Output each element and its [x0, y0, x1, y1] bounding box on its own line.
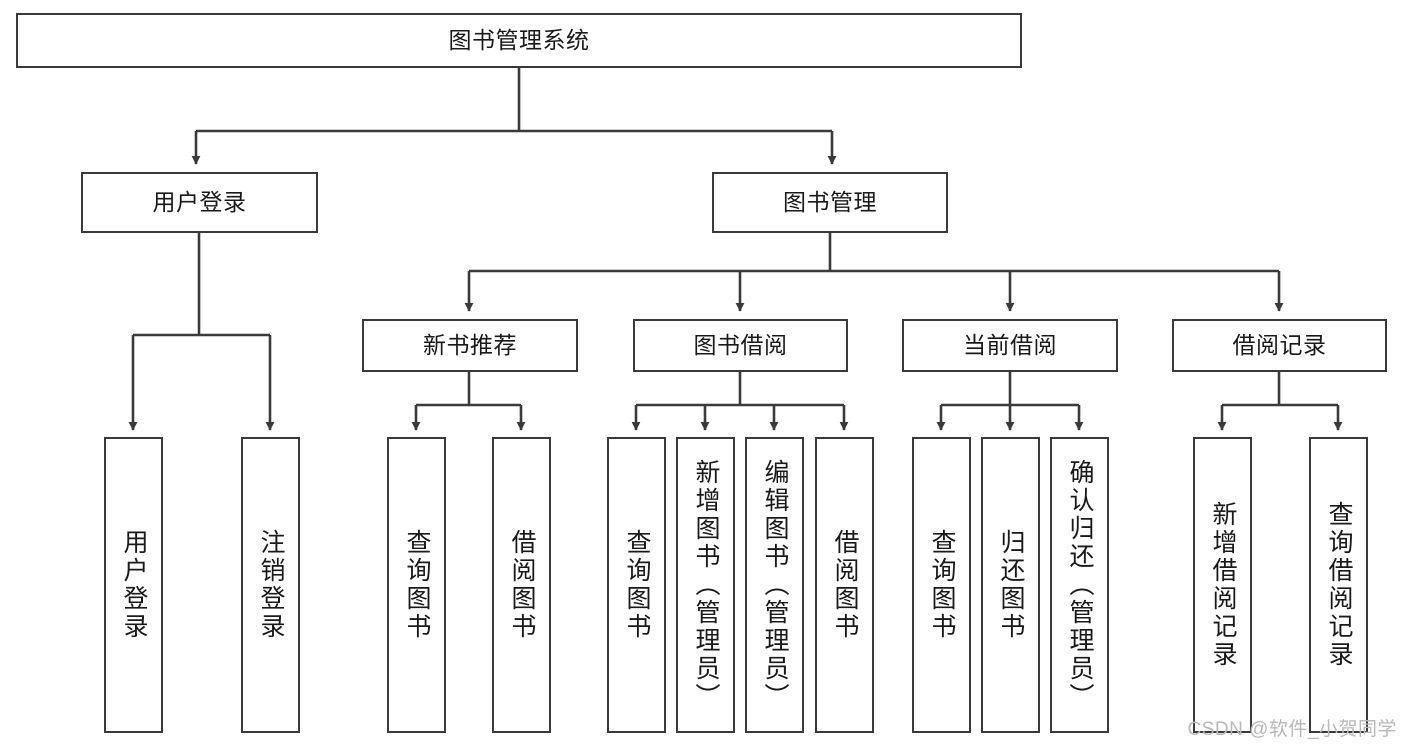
leaf-current-borrow-1-label: 查询图书 — [928, 529, 956, 641]
node-new-book-recommend-label: 新书推荐 — [423, 331, 517, 358]
node-user-login-label: 用户登录 — [152, 188, 247, 215]
leaf-book-borrow-1-label: 查询图书 — [623, 529, 651, 641]
leaf-book-borrow-4-label: 借阅图书 — [831, 529, 859, 641]
leaf-current-borrow-3-label: 确认归还（管理员） — [1066, 459, 1094, 711]
leaf-new-book-recommend-2-label: 借阅图书 — [508, 529, 536, 641]
node-book-borrow[interactable]: 图书借阅 — [633, 319, 848, 372]
node-new-book-recommend[interactable]: 新书推荐 — [362, 319, 578, 372]
leaf-book-borrow-2-label: 新增图书（管理员） — [692, 459, 720, 711]
node-borrow-record-label: 借阅记录 — [1232, 331, 1327, 358]
leaf-borrow-record-1[interactable]: 新增借阅记录 — [1193, 437, 1252, 733]
leaf-new-book-recommend-2[interactable]: 借阅图书 — [492, 437, 551, 733]
leaf-book-borrow-3[interactable]: 编辑图书（管理员） — [745, 437, 804, 733]
leaf-current-borrow-2[interactable]: 归还图书 — [981, 437, 1040, 733]
node-user-login[interactable]: 用户登录 — [81, 172, 318, 233]
leaf-user-login-2-label: 注销登录 — [257, 529, 285, 641]
leaf-book-borrow-3-label: 编辑图书（管理员） — [761, 459, 789, 711]
node-current-borrow-label: 当前借阅 — [963, 331, 1057, 358]
leaf-book-borrow-1[interactable]: 查询图书 — [607, 437, 666, 733]
leaf-current-borrow-1[interactable]: 查询图书 — [912, 437, 971, 733]
node-root-label: 图书管理系统 — [448, 26, 590, 53]
node-current-borrow[interactable]: 当前借阅 — [902, 319, 1118, 372]
node-book-manage[interactable]: 图书管理 — [712, 172, 948, 233]
leaf-book-borrow-2[interactable]: 新增图书（管理员） — [676, 437, 735, 733]
node-book-borrow-label: 图书借阅 — [693, 331, 788, 358]
leaf-current-borrow-2-label: 归还图书 — [997, 529, 1025, 641]
leaf-new-book-recommend-1[interactable]: 查询图书 — [387, 437, 446, 733]
leaf-borrow-record-1-label: 新增借阅记录 — [1209, 501, 1237, 669]
leaf-book-borrow-4[interactable]: 借阅图书 — [815, 437, 874, 733]
node-book-manage-label: 图书管理 — [783, 188, 877, 215]
node-root[interactable]: 图书管理系统 — [16, 13, 1022, 68]
leaf-current-borrow-3[interactable]: 确认归还（管理员） — [1050, 437, 1109, 733]
node-borrow-record[interactable]: 借阅记录 — [1172, 319, 1387, 372]
leaf-borrow-record-2-label: 查询借阅记录 — [1325, 501, 1353, 669]
leaf-user-login-1[interactable]: 用户登录 — [104, 437, 163, 733]
leaf-user-login-1-label: 用户登录 — [120, 529, 148, 641]
leaf-new-book-recommend-1-label: 查询图书 — [403, 529, 431, 641]
leaf-user-login-2[interactable]: 注销登录 — [241, 437, 300, 733]
leaf-borrow-record-2[interactable]: 查询借阅记录 — [1309, 437, 1368, 733]
